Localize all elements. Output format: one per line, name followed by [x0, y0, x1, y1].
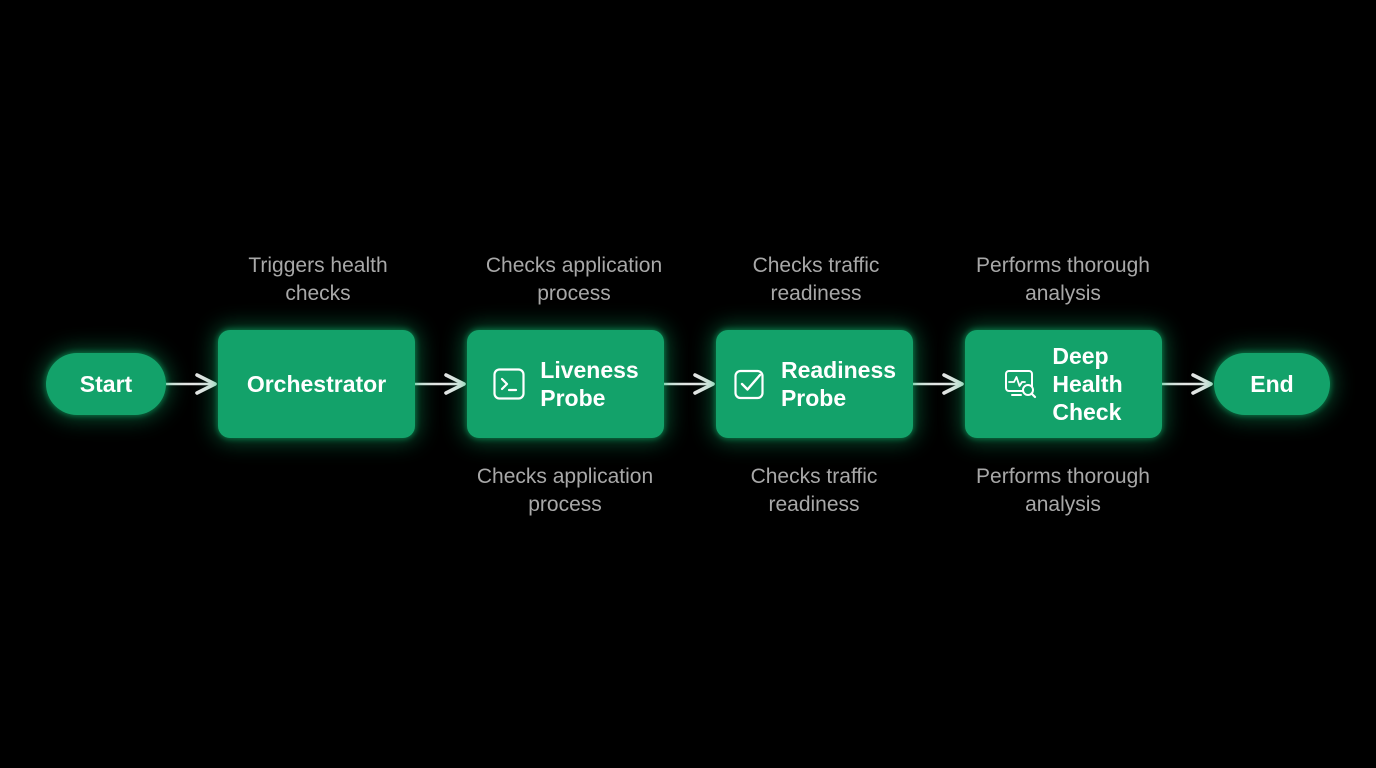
- caption-readiness-top: Checks traffic readiness: [696, 252, 936, 308]
- caption-line: readiness: [770, 282, 862, 305]
- caption-line: Triggers health: [248, 254, 388, 277]
- caption-line: Checks traffic: [750, 465, 878, 488]
- caption-deep-bottom: Performs thorough analysis: [943, 463, 1183, 519]
- node-readiness-label-line1: Readiness: [780, 357, 897, 383]
- node-deep-label-line3: Check: [1052, 399, 1122, 425]
- checkbox-icon: [733, 367, 767, 401]
- monitor-search-icon: [1004, 367, 1038, 401]
- node-deep-label-line1: Deep: [1052, 343, 1109, 369]
- node-orchestrator-label: Orchestrator: [246, 371, 387, 397]
- node-start: Start: [46, 353, 166, 415]
- caption-line: checks: [285, 282, 351, 305]
- node-readiness-probe: Readiness Probe: [716, 330, 913, 438]
- terminal-icon: [492, 367, 526, 401]
- caption-line: Performs thorough: [976, 465, 1150, 488]
- caption-liveness-top: Checks application process: [454, 252, 694, 308]
- caption-line: analysis: [1025, 282, 1101, 305]
- node-liveness-probe: Liveness Probe: [467, 330, 664, 438]
- caption-orchestrator-top: Triggers health checks: [198, 252, 438, 308]
- caption-line: Performs thorough: [976, 254, 1150, 277]
- node-start-label: Start: [79, 370, 133, 397]
- node-end: End: [1214, 353, 1330, 415]
- node-liveness-label-line1: Liveness: [540, 357, 639, 383]
- node-liveness-label-line2: Probe: [540, 385, 606, 411]
- caption-line: Checks application: [476, 465, 654, 488]
- node-orchestrator: Orchestrator: [218, 330, 415, 438]
- node-deep-label-line2: Health: [1052, 371, 1123, 397]
- caption-line: analysis: [1025, 493, 1101, 516]
- caption-line: readiness: [768, 493, 860, 516]
- caption-deep-top: Performs thorough analysis: [943, 252, 1183, 308]
- caption-line: process: [537, 282, 611, 305]
- caption-liveness-bottom: Checks application process: [445, 463, 685, 519]
- caption-line: process: [528, 493, 602, 516]
- node-end-label: End: [1250, 370, 1294, 397]
- node-readiness-label-line2: Probe: [780, 385, 847, 411]
- caption-readiness-bottom: Checks traffic readiness: [694, 463, 934, 519]
- node-deep-health-check: Deep Health Check: [965, 330, 1162, 438]
- caption-line: Checks application: [485, 254, 663, 277]
- caption-line: Checks traffic: [752, 254, 880, 277]
